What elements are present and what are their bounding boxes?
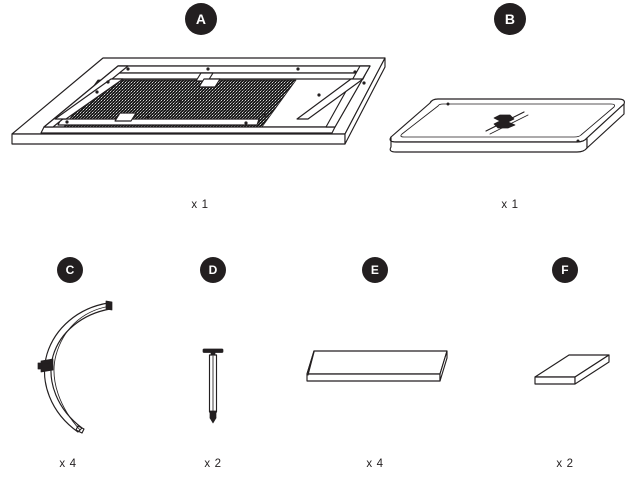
part-quantity-e: x 4 [366,458,384,470]
bed-frame-with-mesh-base-icon [8,55,394,160]
bolt-pin-icon [197,347,229,427]
short-slat-board-icon [527,350,617,394]
part-badge-c-label: C [65,263,75,277]
part-badge-c: C [57,257,83,283]
part-quantity-f: x 2 [556,458,574,470]
part-quantity-b: x 1 [501,199,519,211]
part-quantity-c: x 4 [59,458,77,470]
curved-leg-bracket-icon [20,298,120,434]
part-badge-d-label: D [208,263,218,277]
part-badge-f-label: F [561,263,569,277]
part-quantity-a: x 1 [191,199,209,211]
rounded-tray-panel-icon [382,95,632,157]
part-quantity-d: x 2 [204,458,222,470]
part-badge-e: E [362,257,388,283]
part-badge-a: A [185,3,217,35]
part-badge-f: F [552,257,578,283]
long-slat-board-icon [292,348,462,392]
part-badge-a-label: A [195,11,207,27]
part-badge-d: D [200,257,226,283]
part-badge-e-label: E [370,263,380,277]
part-badge-b-label: B [504,11,516,27]
part-badge-b: B [494,3,526,35]
